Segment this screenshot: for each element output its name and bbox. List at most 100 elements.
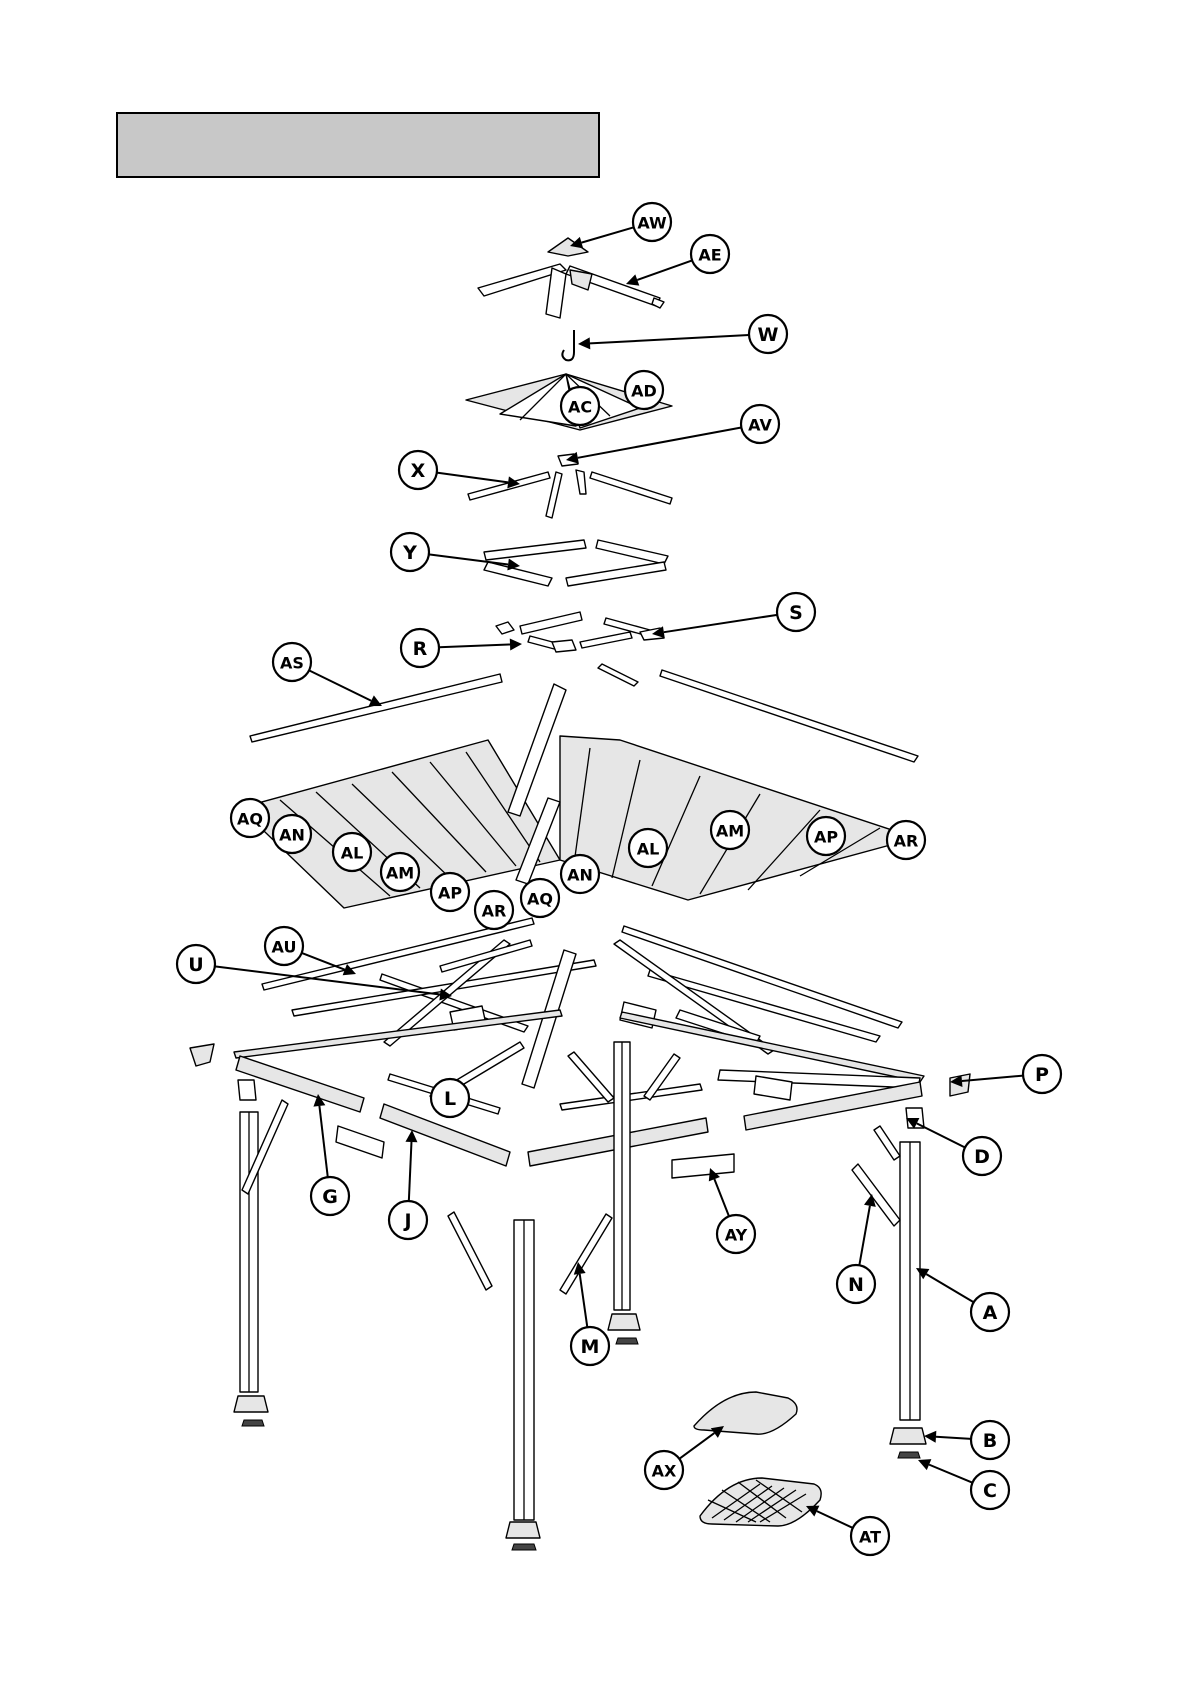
callout-ap2: AP — [807, 817, 845, 855]
label-text-u: U — [188, 954, 203, 976]
label-text-au: AU — [272, 938, 297, 957]
leader-line-ax — [679, 1433, 714, 1459]
label-text-ay: AY — [725, 1226, 748, 1245]
callout-am1: AM — [381, 853, 419, 891]
label-text-an1: AN — [279, 826, 305, 845]
label-text-ax: AX — [652, 1462, 677, 1481]
callout-au: AU — [265, 927, 356, 975]
arrowhead-w — [578, 337, 590, 349]
callout-al1: AL — [333, 833, 371, 871]
callout-ar1: AR — [475, 891, 513, 929]
leader-line-av — [578, 427, 742, 457]
label-text-y: Y — [402, 542, 417, 564]
leader-line-p — [962, 1076, 1023, 1081]
leader-line-ay — [714, 1179, 729, 1216]
leader-line-j — [409, 1142, 412, 1201]
label-text-a: A — [983, 1302, 998, 1324]
leader-line-s — [664, 615, 777, 632]
label-text-w: W — [758, 324, 779, 346]
label-text-al2: AL — [637, 840, 660, 859]
label-text-l: L — [444, 1088, 456, 1110]
part-g-beam — [236, 1056, 364, 1112]
callout-ad: AD — [625, 371, 663, 409]
leader-line-au — [302, 953, 345, 970]
label-text-s: S — [789, 602, 803, 624]
callout-a: A — [916, 1268, 1009, 1331]
callout-s: S — [652, 593, 815, 638]
label-text-m: M — [581, 1336, 600, 1358]
label-text-d: D — [974, 1146, 990, 1168]
callout-ap1: AP — [431, 873, 469, 911]
callout-al2: AL — [629, 829, 667, 867]
label-text-am2: AM — [716, 822, 744, 841]
label-text-aq2: AQ — [527, 890, 553, 909]
callout-am2: AM — [711, 811, 749, 849]
part-at-mesh-top — [700, 1478, 821, 1526]
callout-at: AT — [806, 1506, 889, 1555]
label-text-ad: AD — [631, 382, 657, 401]
callout-aw: AW — [570, 203, 671, 248]
label-text-aq1: AQ — [237, 810, 263, 829]
leader-line-at — [817, 1511, 853, 1528]
callout-c: C — [918, 1459, 1009, 1509]
label-text-an2: AN — [567, 866, 593, 885]
leader-line-a — [926, 1274, 973, 1302]
label-text-av: AV — [748, 416, 772, 435]
label-text-x: X — [411, 460, 426, 482]
part-ae-top-bracket — [478, 264, 664, 318]
label-text-ap2: AP — [814, 828, 838, 847]
label-text-at: AT — [859, 1528, 881, 1547]
label-text-j: J — [402, 1210, 411, 1232]
leader-line-g — [319, 1106, 327, 1177]
label-text-aw: AW — [637, 214, 667, 233]
callout-an2: AN — [561, 855, 599, 893]
part-as-ridge-left — [250, 674, 502, 742]
callout-l: L — [431, 1079, 469, 1117]
callout-r: R — [401, 629, 522, 667]
callout-ay: AY — [709, 1168, 755, 1253]
leader-line-as — [309, 670, 371, 700]
part-as-ridge-right — [660, 670, 918, 762]
part-w-hook — [562, 330, 574, 360]
arrowhead-r — [510, 638, 522, 650]
label-text-p: P — [1035, 1064, 1049, 1086]
part-ax-cushion — [694, 1392, 797, 1434]
leader-line-n — [859, 1206, 870, 1265]
label-text-b: B — [983, 1430, 997, 1452]
label-text-n: N — [848, 1274, 864, 1296]
part-x-ribs — [468, 470, 672, 518]
callout-j: J — [389, 1130, 427, 1239]
part-r-s-connectors — [496, 612, 664, 686]
callout-g: G — [311, 1094, 349, 1215]
leader-line-b — [936, 1437, 971, 1439]
leader-line-r — [439, 644, 510, 647]
label-text-ac: AC — [568, 398, 592, 417]
label-text-al1: AL — [341, 844, 364, 863]
label-text-r: R — [413, 638, 428, 660]
callout-an1: AN — [273, 815, 311, 853]
callout-w: W — [578, 315, 787, 353]
callout-x: X — [399, 451, 520, 489]
callout-ac: AC — [561, 387, 599, 425]
label-text-am1: AM — [386, 864, 414, 883]
callout-ae: AE — [626, 235, 729, 286]
callout-aq2: AQ — [521, 879, 559, 917]
callout-aq1: AQ — [231, 799, 269, 837]
callout-n: N — [837, 1194, 876, 1303]
label-text-c: C — [983, 1480, 997, 1502]
label-text-ap1: AP — [438, 884, 462, 903]
leader-line-x — [437, 473, 508, 483]
callout-as: AS — [273, 643, 382, 706]
leader-line-d — [917, 1123, 965, 1147]
label-text-ar1: AR — [482, 902, 507, 921]
label-text-ar2: AR — [894, 832, 919, 851]
leader-line-aw — [582, 227, 634, 242]
label-text-as: AS — [280, 654, 304, 673]
leader-line-ae — [637, 260, 692, 280]
leader-line-c — [929, 1465, 972, 1483]
leader-line-w — [590, 335, 749, 343]
label-text-g: G — [322, 1186, 338, 1208]
leader-line-m — [580, 1274, 588, 1327]
callout-ax: AX — [645, 1426, 724, 1489]
